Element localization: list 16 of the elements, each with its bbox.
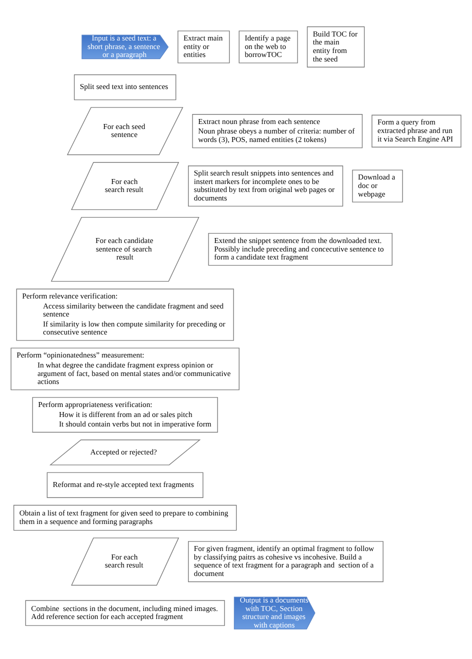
node-box: Download a doc or webpage — [352, 169, 403, 202]
node-box: Perform appropriateness verification: How it is different from an ad or sales pitch It should contain verbs but not in imperative form — [32, 396, 218, 432]
node-box: Obtain a list of text fragment for given seed to prepare to combining them in a sequence and forming paragraphs — [13, 504, 237, 530]
node-box: Build TOC for the main entity from the seed — [306, 26, 365, 67]
node-box: Extract main entity or entities — [178, 30, 230, 63]
node-box: Form a query from extracted phrase and run it via Search Engine API — [372, 114, 462, 147]
node-box: Identify a page on the web to borrowTOC — [238, 30, 298, 63]
node-box: Combine sections in the document, including mined images. Add reference section for each accepted fragment — [25, 600, 225, 626]
node-box: Perform “opinionatedness” measurement: In what degree the candidate fragment express opinion or argument of fact, based on mental states and/or communicative actions — [10, 347, 240, 390]
node-box: For given fragment, identify an optimal fragment to follow by classifying paitrs as cohesive vs incohesive. Build a sequence of text fragment for a paragraph and section of a document — [188, 540, 384, 582]
node-box: Split seed text into sentences — [74, 74, 176, 100]
node-box: Split search result snippets into sentences and instert markers for incomplete ones to be substituted by text from original web pages or documents — [188, 165, 344, 206]
node-box: Extend the snippet sentence from the downloaded text. Possibly include preceding and concecutive sentence to form a candidate text fragment — [208, 232, 392, 266]
node-box: Extract noun phrase from each sentence Noun phrase obeys a number of criteria: number of words (3), POS, named entities (2 tokens) — [192, 114, 363, 148]
node-box: Perform relevance verification: Access similarity between the candidate fragment and seed sentence If similarity is low then compute similarity for preceding or consecutive sentence — [16, 288, 234, 340]
node-box: Reformat and re-style accepted text fragments — [46, 472, 204, 498]
